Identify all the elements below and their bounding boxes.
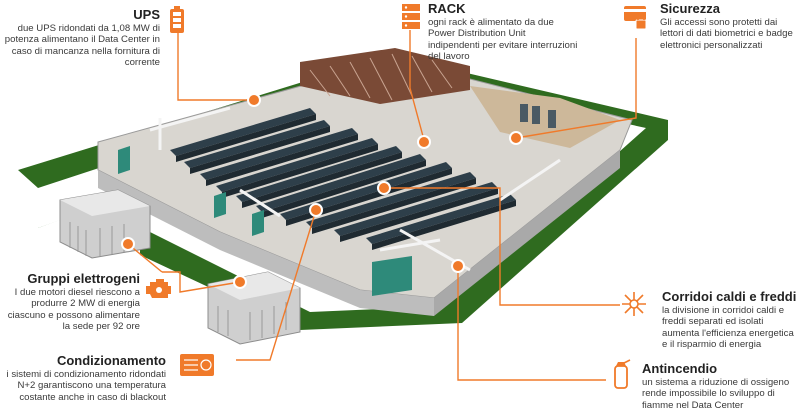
- condizionamento-text: i sistemi di condizionamento ridondati N…: [6, 369, 166, 403]
- ups-title: UPS: [133, 7, 160, 22]
- corridoi-leader: [384, 187, 620, 306]
- condizionamento-leader: [236, 209, 317, 361]
- office-area: [470, 86, 620, 148]
- gruppi-leader: [162, 271, 241, 293]
- callout-antincendio: Antincendio un sistema a riduzione di os…: [642, 362, 798, 411]
- rack-title: RACK: [428, 1, 466, 16]
- teal-panels: [118, 146, 412, 296]
- badge-lock-icon: [624, 6, 647, 30]
- building-wall-front: [98, 170, 434, 316]
- air-conditioning-icon: [180, 354, 214, 376]
- rack-leader: [409, 30, 425, 141]
- roof-area: [300, 48, 470, 104]
- server-rack-icon: [402, 4, 420, 29]
- ups-leader: [177, 28, 252, 101]
- sicurezza-text: Gli accessi sono protetti dai lettori di…: [660, 17, 793, 51]
- fire-extinguisher-icon: [614, 359, 631, 389]
- ups-text: due UPS ridondati da 1,08 MW di potenza …: [4, 23, 160, 69]
- rack-text: ogni rack è alimentato da due Power Dist…: [428, 17, 578, 63]
- sicurezza-leader: [515, 38, 637, 139]
- sicurezza-title: Sicurezza: [660, 1, 720, 16]
- antincendio-title: Antincendio: [642, 361, 718, 376]
- corridoi-title: Corridoi caldi e freddi: [662, 289, 797, 304]
- battery-icon: [170, 6, 184, 33]
- callout-gruppi: Gruppi elettrogeni I due motori diesel r…: [0, 272, 140, 333]
- antincendio-text: un sistema a riduzione di ossigeno rende…: [642, 377, 790, 411]
- generator-2: [207, 271, 301, 345]
- callout-condizionamento: Condizionamento i sistemi di condizionam…: [0, 354, 166, 403]
- gruppi-text: I due motori diesel riescono a produrre …: [7, 287, 140, 333]
- hot-cold-icon: [622, 292, 646, 316]
- engine-icon: [146, 279, 171, 298]
- leader-lines: [127, 28, 637, 381]
- rack-rows: [170, 108, 516, 244]
- callout-sicurezza: Sicurezza Gli accessi sono protetti dai …: [660, 2, 795, 51]
- callout-ups: UPS due UPS ridondati da 1,08 MW di pote…: [0, 8, 160, 69]
- rack-fronts: [176, 114, 516, 250]
- condizionamento-title: Condizionamento: [56, 353, 166, 368]
- corridoi-text: la divisione in corridoi caldi e freddi …: [662, 305, 794, 351]
- callout-corridoi: Corridoi caldi e freddi la divisione in …: [662, 290, 797, 351]
- office-furniture: [520, 104, 556, 128]
- generator-1: [59, 189, 151, 259]
- building-wall-right: [434, 150, 620, 316]
- antincendio-leader: [457, 266, 606, 381]
- roof-lines: [309, 53, 453, 101]
- callout-rack: RACK ogni rack è alimentato da due Power…: [428, 2, 578, 63]
- leader-dots: [121, 93, 523, 289]
- gruppi-title: Gruppi elettrogeni: [27, 271, 140, 286]
